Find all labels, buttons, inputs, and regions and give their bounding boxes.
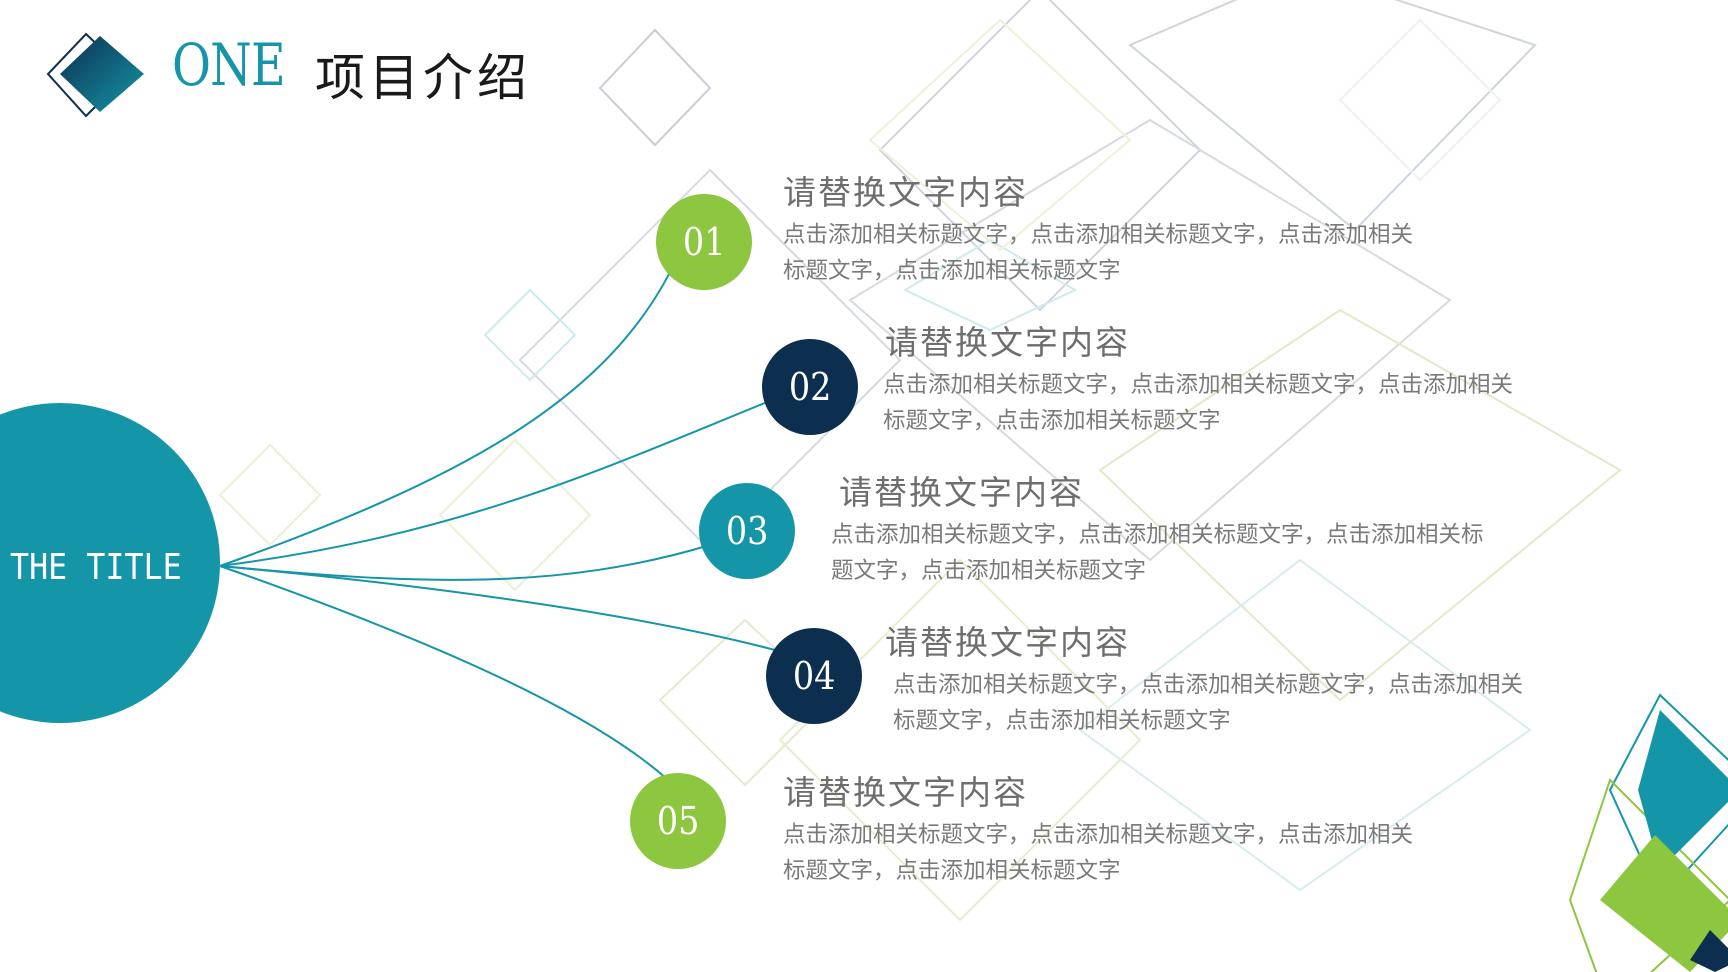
background-diamond (1078, 558, 1532, 892)
item-badge-02: 02 (762, 339, 858, 435)
background-diamond (438, 438, 592, 592)
connector-line-02 (219, 399, 773, 567)
corner-diamond-lime (1600, 835, 1728, 972)
connector-line-01 (219, 259, 677, 567)
item-description: 点击添加相关标题文字，点击添加相关标题文字，点击添加相关标题文字，点击添加相关标… (831, 522, 1484, 585)
item-title: 请替换文字内容 (885, 323, 1130, 362)
item-title: 请替换文字内容 (783, 773, 1028, 812)
item-text-05: 请替换文字内容 点击添加相关标题文字，点击添加相关标题文字，点击添加相关标题文字… (783, 772, 1423, 889)
item-text-03: 请替换文字内容 点击添加相关标题文字，点击添加相关标题文字，点击添加相关标题文字… (831, 472, 1484, 589)
item-text-01: 请替换文字内容 点击添加相关标题文字，点击添加相关标题文字，点击添加相关标题文字… (783, 172, 1423, 289)
item-description: 点击添加相关标题文字，点击添加相关标题文字，点击添加相关标题文字，点击添加相关标… (783, 222, 1414, 285)
item-title: 请替换文字内容 (783, 173, 1028, 212)
background-diamond (1128, 0, 1537, 232)
background-diamond (598, 28, 712, 147)
background-diamond (1338, 18, 1502, 182)
item-description: 点击添加相关标题文字，点击添加相关标题文字，点击添加相关标题文字，点击添加相关标… (893, 672, 1524, 735)
background-diamond (868, 18, 1132, 252)
item-description: 点击添加相关标题文字，点击添加相关标题文字，点击添加相关标题文字，点击添加相关标… (883, 372, 1514, 435)
item-title: 请替换文字内容 (839, 473, 1084, 512)
section-title: 项目介绍 (315, 49, 531, 107)
background-diamond (848, 118, 1452, 562)
item-badge-03: 03 (699, 483, 795, 579)
item-text-04: 请替换文字内容 点击添加相关标题文字，点击添加相关标题文字，点击添加相关标题文字… (885, 622, 1525, 739)
corner-diamond-navy (1690, 930, 1728, 972)
item-badge-05: 05 (630, 773, 726, 869)
corner-diamond-outline (1568, 778, 1728, 972)
connector-line-05 (219, 565, 669, 781)
connector-line-04 (219, 565, 776, 651)
background-diamond (1098, 308, 1622, 702)
item-badge-01: 01 (656, 194, 752, 290)
item-title: 请替换文字内容 (885, 623, 1130, 662)
corner-diamond-teal (1638, 710, 1728, 870)
background-diamond (218, 443, 322, 547)
background-diamond (483, 288, 577, 382)
item-description: 点击添加相关标题文字，点击添加相关标题文字，点击添加相关标题文字，点击添加相关标… (783, 822, 1414, 885)
center-title: THE TITLE (10, 547, 182, 588)
section-number: ONE (172, 31, 286, 99)
item-text-02: 请替换文字内容 点击添加相关标题文字，点击添加相关标题文字，点击添加相关标题文字… (883, 322, 1523, 439)
background-diamond (878, 0, 1202, 312)
item-badge-04: 04 (766, 628, 862, 724)
background-diamond (902, 238, 1078, 332)
diamond-logo-icon (46, 32, 144, 118)
